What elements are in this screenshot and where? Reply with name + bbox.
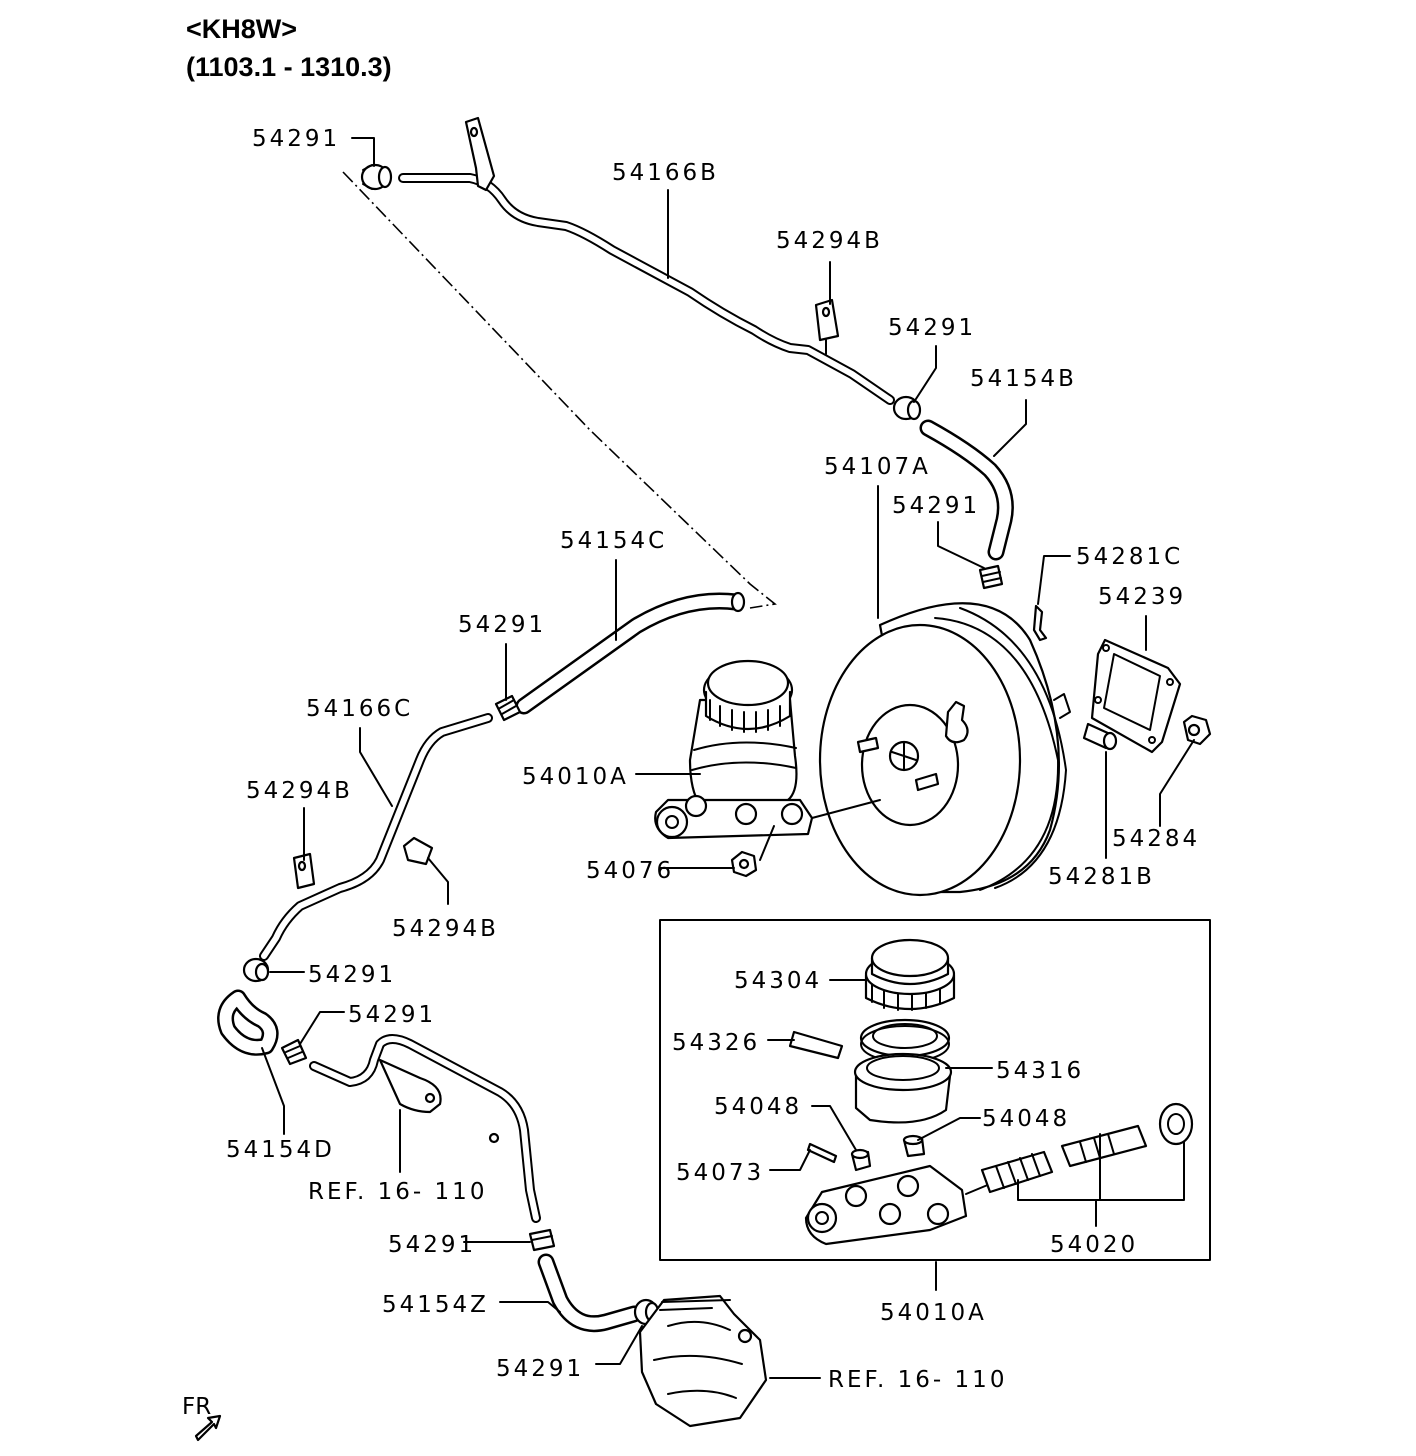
hose-clip-54291-f <box>280 1038 308 1066</box>
vacuum-hose-54154C <box>515 592 745 715</box>
label-54281C: 54281C <box>1076 544 1183 570</box>
label-54073: 54073 <box>676 1160 764 1186</box>
pin-54281B <box>1082 722 1118 751</box>
bracket-hole <box>469 126 479 138</box>
nut-54284 <box>1182 714 1212 746</box>
vacuum-pipe-54166C <box>259 713 493 961</box>
vacuum-hose-54154D <box>217 989 279 1056</box>
master-cylinder-54010A <box>654 659 881 840</box>
label-54284: 54284 <box>1112 826 1200 852</box>
label-54291-a: 54291 <box>252 126 340 152</box>
pin-54073 <box>806 1142 838 1164</box>
label-54048-a: 54048 <box>714 1094 802 1120</box>
label-54076: 54076 <box>586 858 674 884</box>
hose-clip-54291-d <box>494 694 522 722</box>
hose-end <box>730 591 746 613</box>
label-ref-16-110-a: REF. 16- 110 <box>308 1179 487 1205</box>
label-54154Z: 54154Z <box>382 1292 489 1318</box>
label-54291-g: 54291 <box>388 1232 476 1258</box>
master-cylinder-kit-box <box>659 919 1211 1261</box>
label-54291-f: 54291 <box>348 1002 436 1028</box>
leader-lines <box>261 137 1195 1379</box>
grommet-54048-a <box>850 1148 872 1172</box>
vacuum-hose-54154Z <box>537 1253 643 1333</box>
label-54166C: 54166C <box>306 696 413 722</box>
piston-kit-54020 <box>980 1102 1194 1194</box>
reservoir-cap-54304 <box>864 938 956 1011</box>
label-54291-c: 54291 <box>892 493 980 519</box>
brake-booster-54107A <box>818 602 1071 897</box>
label-54154C: 54154C <box>560 528 667 554</box>
hose-clip-54291-b <box>892 395 922 421</box>
reference-dash-line <box>342 171 777 609</box>
label-54048-b: 54048 <box>982 1106 1070 1132</box>
label-54291-d: 54291 <box>458 612 546 638</box>
label-54154B: 54154B <box>970 366 1077 392</box>
reference-pipe-assembly-a <box>309 1034 541 1223</box>
label-54294B-c: 54294B <box>392 916 499 942</box>
nut-54076 <box>730 850 758 878</box>
label-54291-h: 54291 <box>496 1356 584 1382</box>
gasket-54239 <box>1090 638 1182 754</box>
clevis-pin-54281C <box>1032 604 1048 642</box>
label-54281B: 54281B <box>1048 864 1155 890</box>
grommet-54048-b <box>902 1134 926 1158</box>
vacuum-pipe-54166B <box>398 173 895 405</box>
hose-clip-54291-a <box>360 163 393 191</box>
intake-manifold-reference <box>638 1294 768 1428</box>
hose-clip-54291-c <box>978 564 1004 590</box>
pipe-clamp-54294B-a <box>814 298 840 342</box>
master-cylinder-body-kit <box>804 1164 991 1246</box>
vacuum-hose-54154B <box>919 419 1014 561</box>
label-54294B-b: 54294B <box>246 778 353 804</box>
pipe-clamp-54294B-c <box>402 836 434 866</box>
model-code: <KH8W> <box>186 14 297 44</box>
label-fr: FR <box>182 1394 211 1420</box>
label-54316: 54316 <box>996 1058 1084 1084</box>
label-54010A-a: 54010A <box>522 764 629 790</box>
label-54291-b: 54291 <box>888 315 976 341</box>
hose-clip-54291-e <box>242 957 270 983</box>
front-direction-arrow-icon <box>194 1414 222 1442</box>
label-54239: 54239 <box>1098 584 1186 610</box>
label-54010A-b: 54010A <box>880 1300 987 1326</box>
reservoir-tank <box>853 1052 953 1124</box>
label-ref-16-110-b: REF. 16- 110 <box>828 1367 1007 1393</box>
label-54294B-a: 54294B <box>776 228 883 254</box>
label-54166B: 54166B <box>612 160 719 186</box>
hose-clip-54291-g <box>528 1228 556 1252</box>
reservoir-seal-54316 <box>859 1018 951 1063</box>
label-54020: 54020 <box>1050 1232 1138 1258</box>
label-54326: 54326 <box>672 1030 760 1056</box>
label-54304: 54304 <box>734 968 822 994</box>
level-sensor-54326 <box>788 1030 844 1060</box>
label-54154D: 54154D <box>226 1137 335 1163</box>
label-54291-e: 54291 <box>308 962 396 988</box>
production-range: (1103.1 - 1310.3) <box>186 52 392 82</box>
label-54107A: 54107A <box>824 454 931 480</box>
